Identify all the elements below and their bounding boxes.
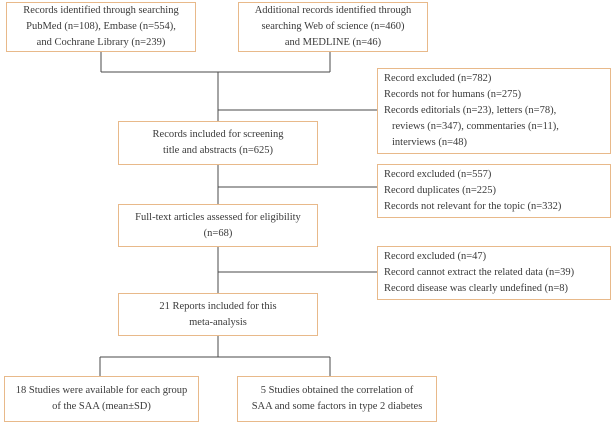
box-excluded-2: Record excluded (n=557) Record duplicate… [377,164,611,218]
box-line: Record duplicates (n=225) [384,185,497,196]
box-line: SAA and some factors in type 2 diabetes [251,401,423,412]
box-line: PubMed (n=108), Embase (n=554), [26,21,176,32]
box-line: (n=68) [203,227,233,239]
box-line: meta-analysis [189,316,247,328]
box-line: Records not for humans (n=275) [384,89,522,100]
box-screening: Records included for screening title and… [118,121,318,165]
box-additional-records: Additional records identified through se… [238,2,428,52]
box-excluded-1: Record excluded (n=782) Records not for … [377,68,611,154]
box-line: reviews (n=347), commentaries (n=11), [392,121,559,132]
box-line: title and abstracts (n=625) [162,145,273,156]
box-line: Record excluded (n=47) [384,251,487,262]
box-line: of the SAA (mean±SD) [52,401,151,412]
box-line: Records editorials (n=23), letters (n=78… [384,105,557,116]
box-excluded-3: Record excluded (n=47) Record cannot ext… [377,246,611,300]
box-line: and MEDLINE (n=46) [284,37,382,48]
box-studies-correlation: 5 Studies obtained the correlation of SA… [237,376,437,422]
box-reports-included: 21 Reports included for this meta-analys… [118,293,318,336]
box-studies-mean-sd: 18 Studies were available for each group… [4,376,199,422]
box-line: Records included for screening [152,129,284,140]
box-line: Record disease was clearly undefined (n=… [384,283,569,294]
box-line: Records identified through searching [23,5,179,16]
box-line: 18 Studies were available for each group [15,385,188,396]
box-line: Record cannot extract the related data (… [384,267,575,278]
box-line: 21 Reports included for this [159,300,277,312]
box-line: 5 Studies obtained the correlation of [260,385,414,396]
box-line: Full-text articles assessed for eligibil… [135,211,301,223]
box-line: interviews (n=48) [392,137,468,148]
box-line: Records not relevant for the topic (n=33… [384,201,562,212]
box-fulltext-assessed: Full-text articles assessed for eligibil… [118,204,318,247]
box-line: Record excluded (n=782) [384,73,492,84]
box-line: searching Web of science (n=460) [261,21,405,32]
box-line: Additional records identified through [254,5,412,16]
box-records-identified: Records identified through searching Pub… [6,2,196,52]
box-line: Record excluded (n=557) [384,169,492,180]
box-line: and Cochrane Library (n=239) [36,37,166,48]
